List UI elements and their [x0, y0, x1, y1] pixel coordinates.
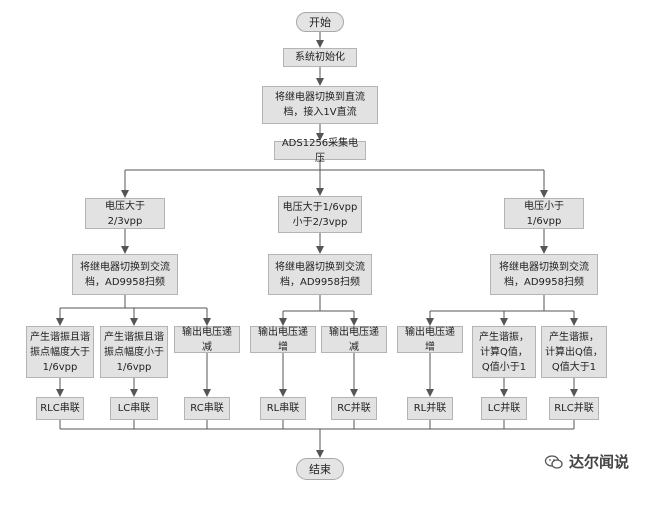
action-node-2-1: 输出电压递增 — [250, 326, 316, 353]
action-node-3-2: 产生谐振， 计算Q值， Q值小于1 — [472, 326, 536, 378]
relay-dc-node: 将继电器切换到直流 档，接入1V直流 — [262, 86, 378, 124]
watermark-text: 达尔闻说 — [568, 453, 629, 471]
relay-ac-node-2: 将继电器切换到交流 档，AD9958扫频 — [268, 254, 372, 295]
relay-ac-node-1: 将继电器切换到交流 档，AD9958扫频 — [72, 254, 178, 295]
result-node-lc-parallel: LC并联 — [481, 397, 527, 420]
condition-node-3: 电压小于1/6vpp — [504, 198, 584, 229]
action-node-3-3: 产生谐振， 计算出Q值， Q值大于1 — [541, 326, 607, 378]
result-node-rlc-parallel: RLC并联 — [549, 397, 599, 420]
end-node: 结束 — [296, 458, 344, 480]
relay-ac-node-3: 将继电器切换到交流 档，AD9958扫频 — [490, 254, 598, 295]
ads-sample-node: ADS1256采集电压 — [274, 138, 366, 164]
action-node-1-3: 输出电压递减 — [174, 326, 240, 353]
watermark: 达尔闻说 — [544, 451, 629, 472]
action-node-3-1: 输出电压递增 — [397, 326, 463, 353]
result-node-rl-parallel: RL并联 — [407, 397, 453, 420]
result-node-rc-parallel: RC并联 — [331, 397, 377, 420]
start-node: 开始 — [296, 12, 344, 32]
action-node-1-1: 产生谐振且谐 振点幅度大于 1/6vpp — [26, 326, 94, 378]
result-node-rl-series: RL串联 — [260, 397, 306, 420]
action-node-2-2: 输出电压递减 — [321, 326, 387, 353]
condition-node-1: 电压大于2/3vpp — [85, 198, 165, 229]
result-node-lc-series: LC串联 — [110, 397, 158, 420]
wechat-chat-icon — [544, 454, 563, 469]
init-node: 系统初始化 — [283, 48, 357, 67]
result-node-rlc-series: RLC串联 — [36, 397, 84, 420]
action-node-1-2: 产生谐振且谐 振点幅度小于 1/6vpp — [100, 326, 168, 378]
result-node-rc-series: RC串联 — [184, 397, 230, 420]
condition-node-2: 电压大于1/6vpp 小于2/3vpp — [278, 196, 362, 233]
